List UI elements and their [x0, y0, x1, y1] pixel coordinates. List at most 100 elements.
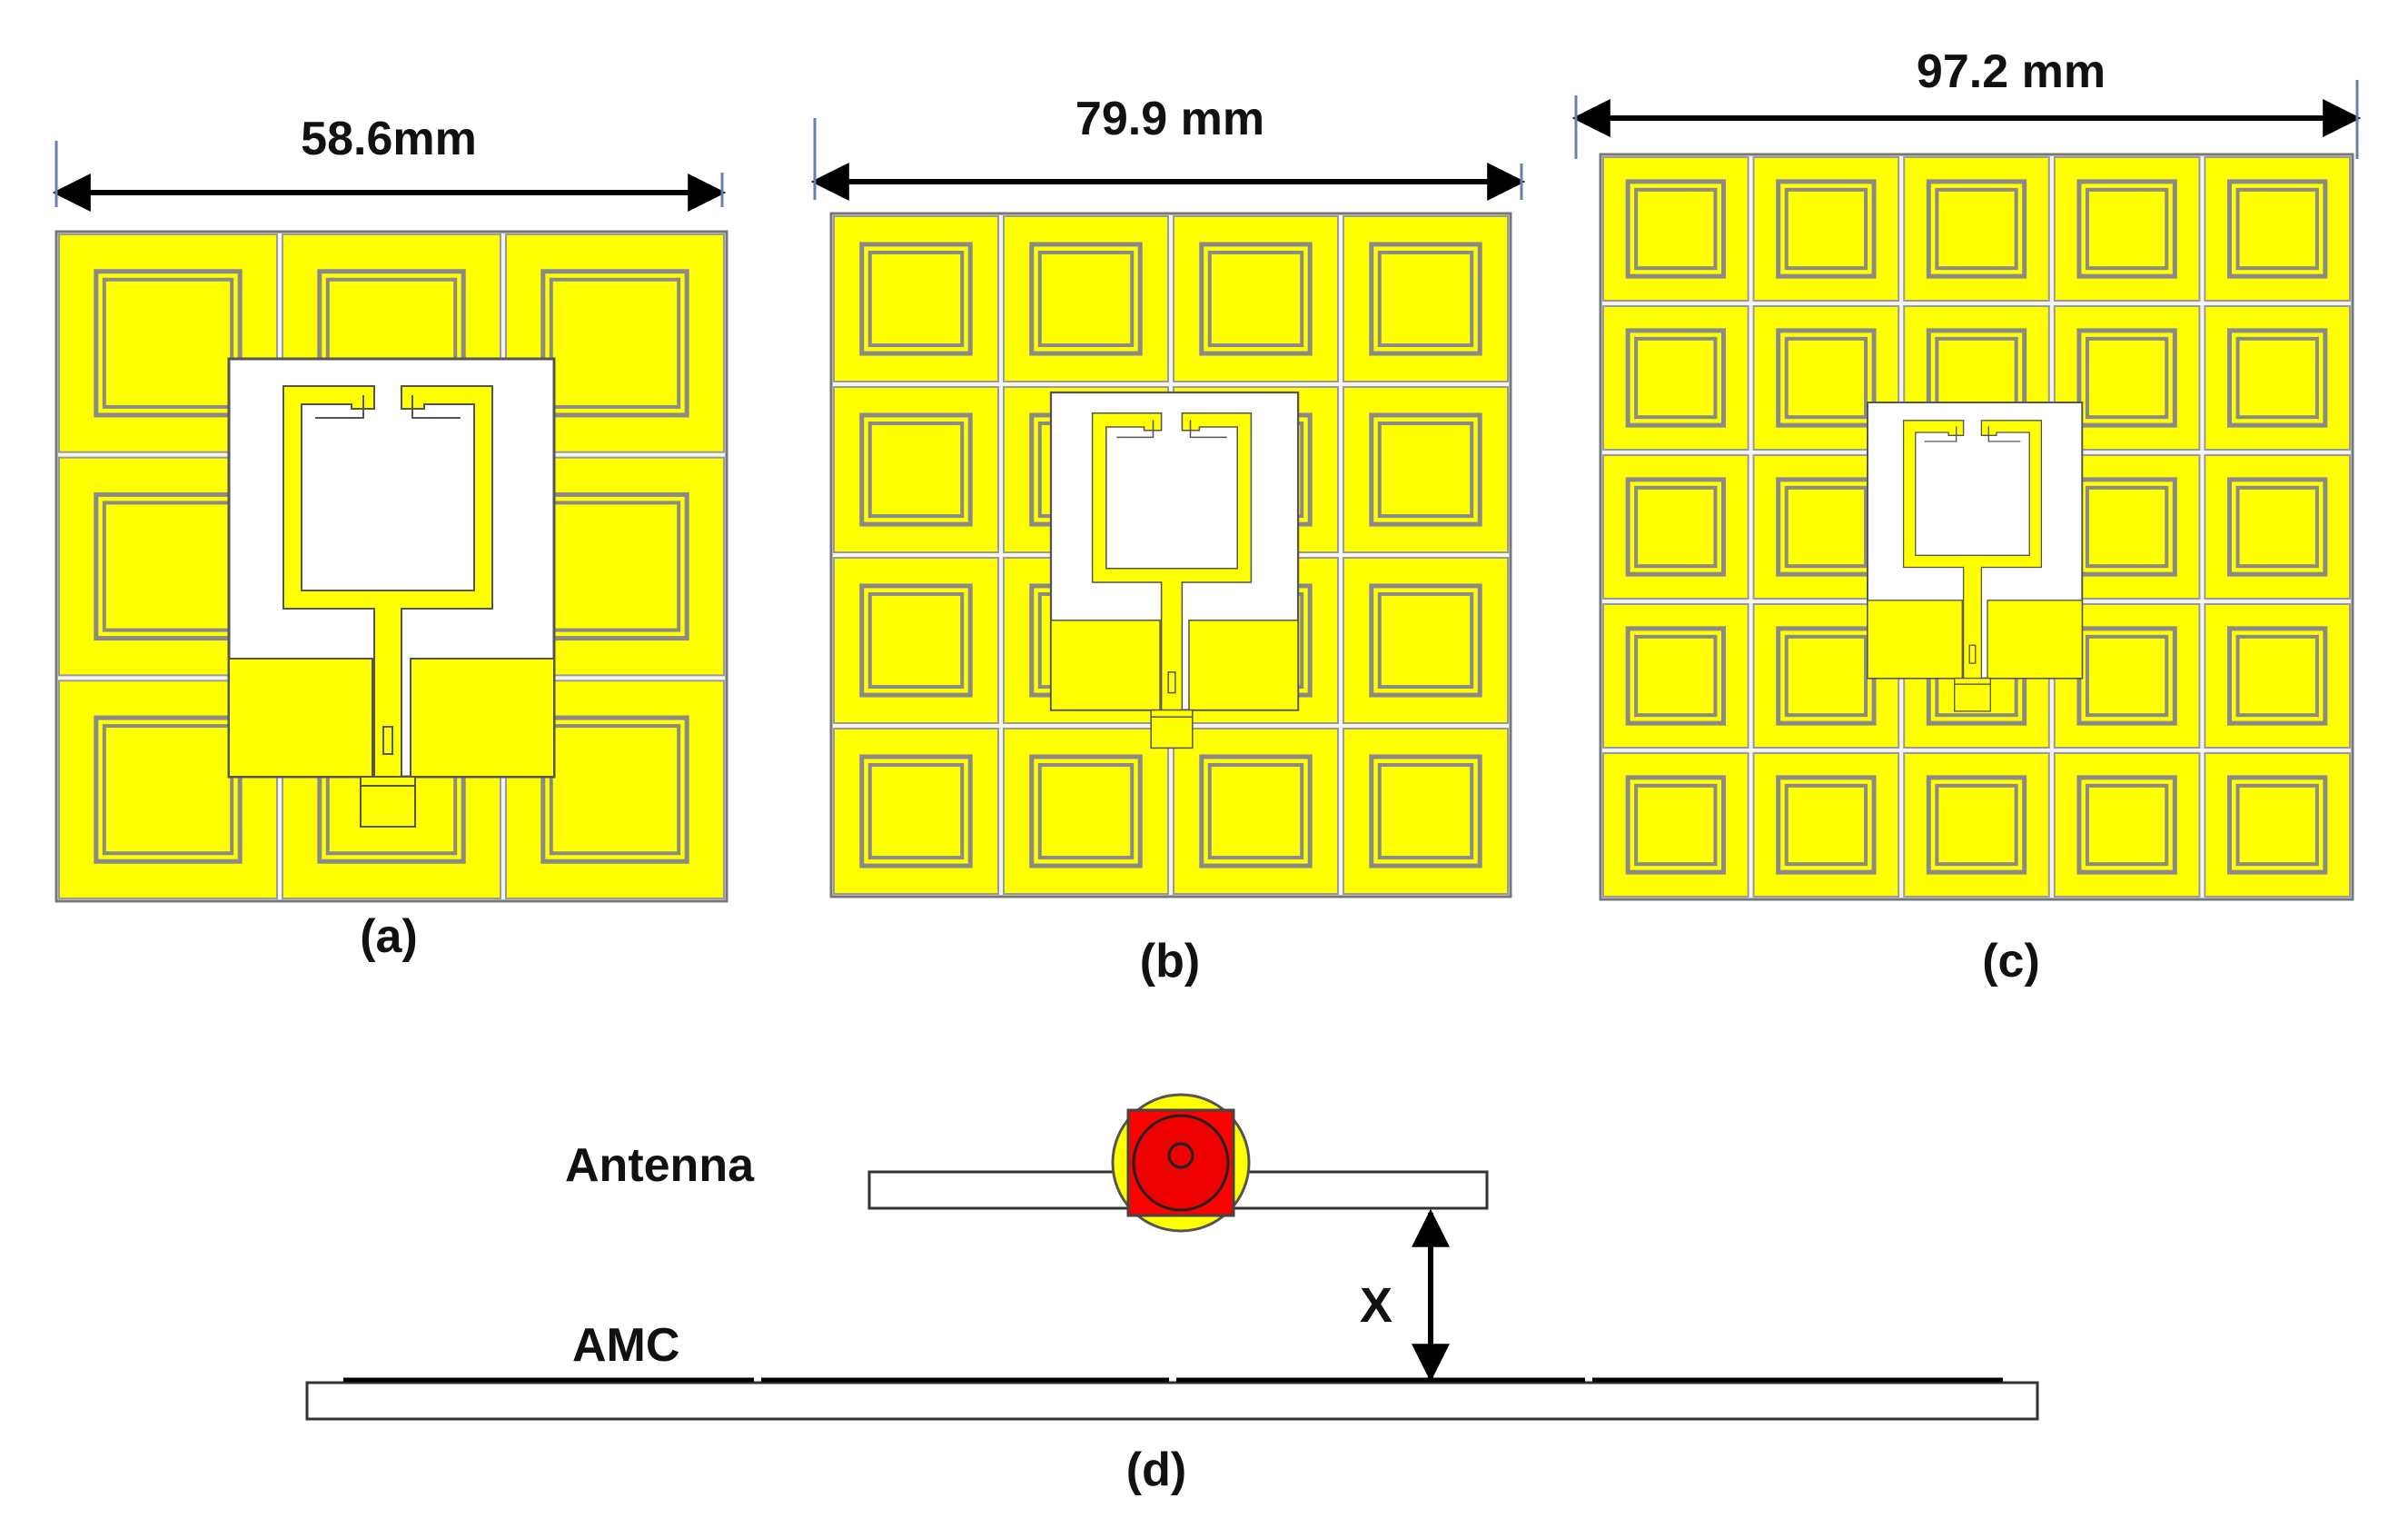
amc-patch	[833, 215, 999, 382]
amc-ring-slot-outer	[1029, 242, 1143, 356]
gap-label: X	[1360, 1278, 1392, 1333]
amc-grid-3x3	[55, 230, 728, 903]
amc-patch	[833, 728, 999, 895]
amc-ring-slot-inner	[1784, 485, 1868, 569]
amc-label: AMC	[572, 1319, 679, 1372]
amc-unit-cell	[1752, 752, 1900, 898]
amc-ring-slot-inner	[2235, 634, 2319, 718]
amc-ring-slot-inner	[1935, 187, 2018, 271]
amc-unit-cell	[1343, 557, 1509, 724]
amc-ring-slot-inner	[102, 724, 234, 856]
amc-unit-cell	[1752, 156, 1900, 302]
amc-unit-cell	[833, 215, 999, 382]
amc-patch	[2204, 454, 2351, 600]
amc-ring-slot-inner	[2085, 485, 2169, 569]
dimension-label-a: 58.6mm	[301, 113, 477, 165]
amc-patch	[1003, 215, 1169, 382]
loop-inner-slot-left	[315, 395, 364, 419]
amc-ring-slot-outer	[1625, 626, 1726, 726]
amc-unit-cell	[1602, 305, 1749, 451]
amc-substrate	[305, 1381, 2039, 1421]
amc-ring-slot-outer	[1776, 179, 1877, 279]
amc-ring-slot-inner	[867, 250, 965, 348]
amc-ring-slot-outer	[2227, 179, 2328, 279]
connector-body	[1132, 1114, 1230, 1212]
amc-ring-slot-outer	[1926, 179, 2027, 279]
amc-ring-slot-inner	[2085, 783, 2169, 867]
amc-unit-cell	[1343, 386, 1509, 553]
amc-patch	[1343, 215, 1509, 382]
amc-patch	[1343, 557, 1509, 724]
amc-patch	[1602, 454, 1749, 600]
amc-ring-slot-outer	[1625, 477, 1726, 577]
amc-ring-slot-inner	[867, 421, 965, 519]
amc-unit-cell	[1003, 215, 1169, 382]
antenna-b	[1049, 391, 1300, 749]
amc-ring-slot-outer	[2227, 328, 2328, 428]
amc-ring-slot-inner	[1634, 634, 1718, 718]
amc-patch	[1343, 728, 1509, 895]
feed-stub	[382, 726, 393, 755]
amc-unit-cell	[2204, 752, 2351, 898]
amc-unit-cell	[1173, 728, 1339, 895]
amc-unit-cell	[1903, 752, 2050, 898]
antenna-c	[1867, 402, 2084, 712]
amc-ring-slot-inner	[2085, 187, 2169, 271]
amc-patch	[1602, 752, 1749, 898]
amc-grid-4x4	[829, 212, 1512, 898]
ground-plane-right	[410, 658, 555, 778]
amc-patch	[1602, 156, 1749, 302]
loop-inner-slot-left	[1116, 420, 1154, 439]
ground-plane-left	[228, 658, 373, 778]
caption-a: (a)	[360, 910, 418, 963]
amc-ring-slot-outer	[1625, 179, 1726, 279]
panel-b: 79.9 mm (b)	[810, 93, 1526, 987]
amc-unit-cell	[1602, 454, 1749, 600]
amc-ring-slot-inner	[1935, 783, 2018, 867]
amc-ring-slot-outer	[1369, 242, 1482, 356]
amc-ring-slot-outer	[1926, 775, 2027, 875]
amc-ring-slot-inner	[1207, 250, 1304, 348]
amc-ring-slot-inner	[549, 724, 681, 856]
amc-ring-slot-inner	[1377, 250, 1474, 348]
amc-patch	[1752, 752, 1900, 898]
amc-unit-cell	[833, 386, 999, 553]
loop-inner-slot-left	[1924, 426, 1957, 442]
amc-ring-slot-inner	[1377, 421, 1474, 519]
amc-ring-slot-outer	[1199, 754, 1313, 868]
amc-ring-slot-outer	[859, 412, 973, 527]
amc-unit-cell	[505, 233, 725, 453]
amc-patch	[2204, 156, 2351, 302]
amc-ring-slot-inner	[1037, 762, 1135, 860]
amc-patch	[1602, 305, 1749, 451]
amc-unit-cell	[2204, 305, 2351, 451]
amc-ring-slot-inner	[1784, 783, 1868, 867]
amc-ring-slot-inner	[2085, 336, 2169, 420]
amc-patch	[833, 557, 999, 724]
amc-unit-cell	[2204, 156, 2351, 302]
connector-pin	[1167, 1142, 1194, 1169]
amc-ring-slot-inner	[549, 277, 681, 409]
amc-patch	[1003, 728, 1169, 895]
amc-ring-slot-inner	[2235, 336, 2319, 420]
amc-unit-cell	[1602, 752, 1749, 898]
amc-patch	[1343, 386, 1509, 553]
amc-ring-slot-inner	[1377, 591, 1474, 690]
amc-unit-cell	[2053, 156, 2201, 302]
ground-plane-left	[1050, 620, 1161, 711]
amc-ring-slot-inner	[102, 277, 234, 409]
ground-plane-right	[1987, 600, 2083, 680]
panel-c: 97.2 mm (c)	[1571, 45, 2362, 987]
amc-patch	[1602, 603, 1749, 749]
antenna-label: Antenna	[565, 1139, 755, 1192]
feed-stub	[1968, 644, 1977, 664]
amc-ring-slot-outer	[540, 715, 689, 864]
amc-unit-cell	[1602, 603, 1749, 749]
loop-inner-slot-right	[1987, 426, 2021, 442]
amc-ring-slot-inner	[867, 762, 965, 860]
amc-ring-slot-inner	[1634, 336, 1718, 420]
amc-ring-slot-outer	[94, 715, 243, 864]
amc-ring-slot-outer	[1029, 754, 1143, 868]
